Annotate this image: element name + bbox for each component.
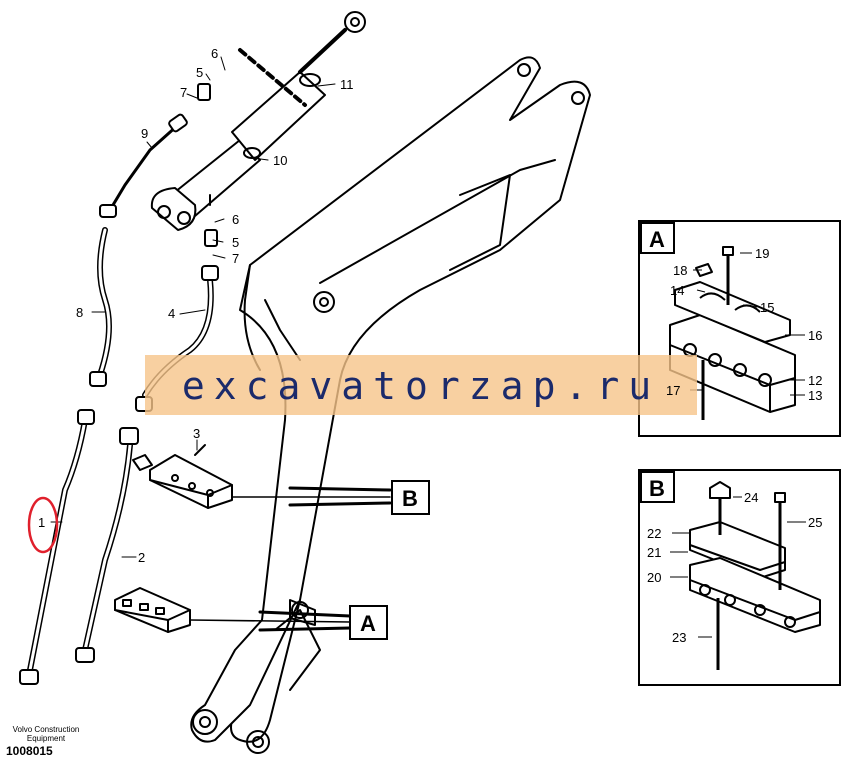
detail-label-a: A (360, 611, 376, 636)
callout-15: 15 (760, 300, 774, 315)
callout-leaders (50, 56, 336, 558)
callout-6-top: 6 (211, 46, 218, 61)
callout-numbers: 1 2 3 4 5 5 6 6 7 7 8 9 10 11 12 13 14 1… (38, 46, 822, 645)
callout-20: 20 (647, 570, 661, 585)
hose-assembly-right (75, 83, 219, 663)
watermark-text: excavatorzap.ru (182, 364, 660, 408)
callout-25: 25 (808, 515, 822, 530)
clamp-b-main (132, 444, 233, 509)
inset-detail-a: A (638, 220, 841, 437)
callout-16: 16 (808, 328, 822, 343)
inset-detail-b: B (638, 469, 841, 686)
callout-3: 3 (193, 426, 200, 441)
callout-18: 18 (673, 263, 687, 278)
footer-company: Volvo Construction Equipment (6, 725, 86, 743)
callout-17: 17 (666, 383, 680, 398)
footer-company-line2: Equipment (26, 734, 66, 743)
callout-5-top: 5 (196, 65, 203, 80)
callout-6-lower: 6 (232, 212, 239, 227)
callout-21: 21 (647, 545, 661, 560)
detail-callout-a: A (349, 605, 388, 640)
footer-drawing-number: 1008015 (6, 744, 53, 758)
callout-19: 19 (755, 246, 769, 261)
detail-label-b: B (402, 486, 418, 511)
footer-company-line1: Volvo Construction (12, 725, 80, 734)
callout-23: 23 (672, 630, 686, 645)
inset-label-a: A (649, 227, 665, 252)
watermark: excavatorzap.ru (145, 355, 697, 415)
callout-24: 24 (744, 490, 758, 505)
callout-22: 22 (647, 526, 661, 541)
inset-label-b: B (649, 476, 665, 501)
callout-7-lower: 7 (232, 251, 239, 266)
callout-13: 13 (808, 388, 822, 403)
callout-5-lower: 5 (232, 235, 239, 250)
callout-9: 9 (141, 126, 148, 141)
boom-pin-hole (313, 291, 335, 313)
callout-8: 8 (76, 305, 83, 320)
callout-12: 12 (808, 373, 822, 388)
callout-14: 14 (670, 283, 684, 298)
highlight-circle (27, 496, 59, 554)
hose-assembly-left (19, 113, 188, 685)
boom-foot-pin (192, 709, 218, 735)
detail-callout-b: B (391, 480, 430, 515)
hydraulic-cylinder (150, 11, 366, 231)
callout-1: 1 (38, 515, 45, 530)
clamp-a-main (114, 587, 191, 633)
callout-4: 4 (168, 306, 175, 321)
callout-11: 11 (340, 77, 354, 92)
callout-10: 10 (273, 153, 287, 168)
callout-7-top: 7 (180, 85, 187, 100)
callout-2: 2 (138, 550, 145, 565)
